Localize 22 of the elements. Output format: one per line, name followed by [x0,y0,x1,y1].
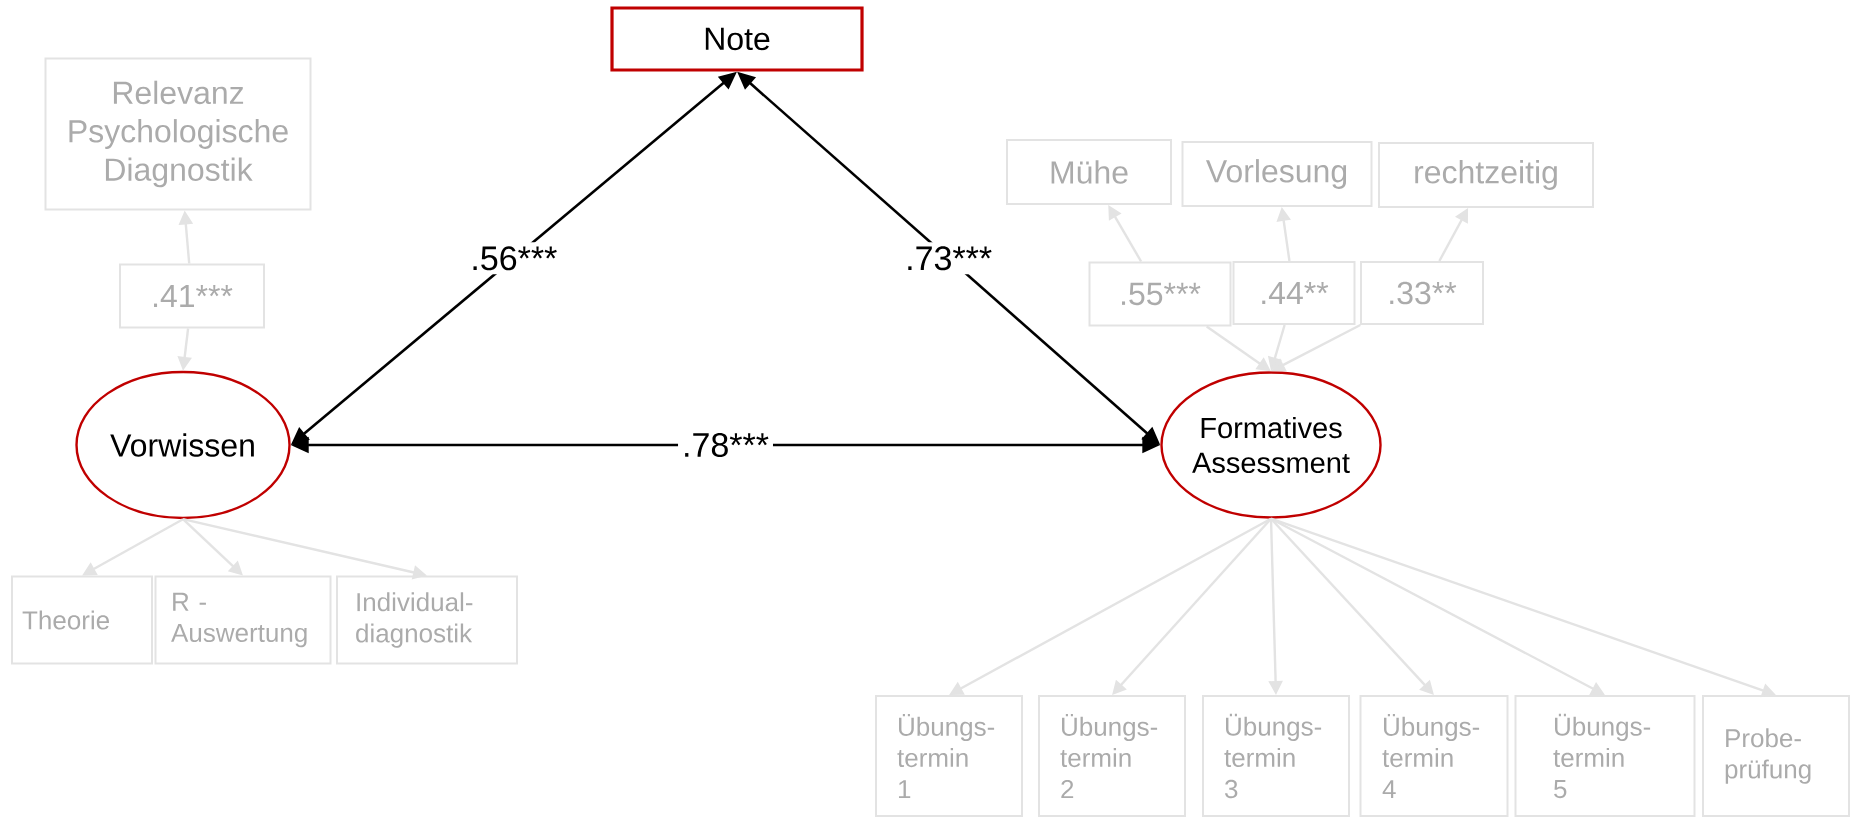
edge-label: .73*** [901,242,997,275]
coefficient-box: .33** [1360,261,1484,325]
coefficient-box: .55*** [1088,261,1232,327]
coefficient-box: .44** [1232,261,1356,325]
variable-box: Note [610,6,864,72]
indicator-box: Individual- diagnostik [336,575,518,665]
edge-label: .78*** [678,428,773,462]
edge-label: .56*** [466,242,562,275]
coefficient-box: .41*** [119,263,265,329]
indicator-box: Übungs- termin 2 [1038,695,1186,817]
indicator-box: Theorie [11,575,153,665]
indicator-box: Probe- prüfung [1702,695,1850,817]
arrow [1112,517,1272,695]
indicator-box: Vorlesung [1181,141,1373,207]
indicator-box: rechtzeitig [1378,142,1594,208]
indicator-box: Übungs- termin 3 [1202,695,1350,817]
indicator-box: Relevanz Psychologische Diagnostik [44,57,312,211]
indicator-box: Übungs- termin 5 [1514,695,1696,817]
indicator-box: Übungs- termin 4 [1359,695,1509,817]
indicator-box: Mühe [1006,139,1172,205]
indicator-box: R - Auswertung [154,575,332,665]
indicator-box: Übungs- termin 1 [875,695,1023,817]
